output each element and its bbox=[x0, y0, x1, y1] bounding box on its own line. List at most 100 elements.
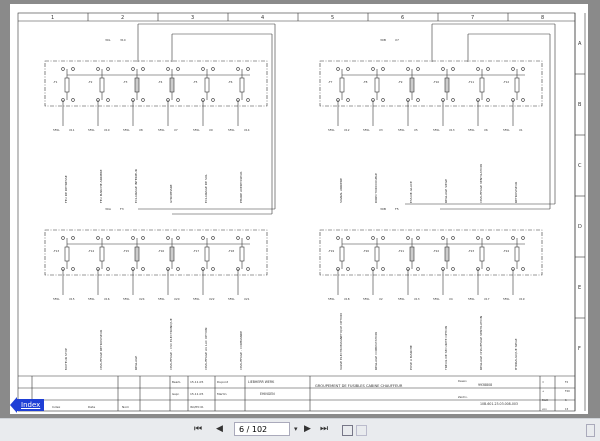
fuse-symbol bbox=[204, 77, 210, 93]
fuse-label: -F5 bbox=[193, 80, 198, 84]
terminal bbox=[96, 236, 100, 240]
terminal bbox=[166, 236, 170, 240]
fuse-label: -F13 bbox=[53, 249, 59, 253]
index-button[interactable]: Index bbox=[10, 396, 45, 413]
fuse-symbol bbox=[339, 246, 345, 262]
standard-label: ISO/IEC 61 bbox=[190, 405, 204, 409]
circuit-description: DIRECTION DOUBLE bbox=[374, 173, 378, 203]
single-page-view-icon[interactable] bbox=[356, 425, 367, 436]
terminal bbox=[131, 67, 135, 71]
terminal bbox=[106, 267, 110, 271]
column-number: 8 bbox=[541, 15, 544, 21]
terminal bbox=[416, 67, 420, 71]
terminal bbox=[236, 236, 240, 240]
fuse-label: -F4 bbox=[158, 80, 163, 84]
circuit-description: HYDRAULIQUE SIEGE bbox=[514, 338, 518, 370]
terminal bbox=[521, 67, 525, 71]
sheet-ref-label: von bbox=[542, 408, 547, 411]
terminal bbox=[211, 67, 215, 71]
terminal bbox=[416, 236, 420, 240]
terminal bbox=[371, 236, 375, 240]
drawing-title: GROUPEMENT DE FUSIBLES CABINE CHAUFFEUR bbox=[315, 384, 403, 388]
two-page-view-icon[interactable] bbox=[342, 425, 353, 436]
terminal bbox=[71, 267, 75, 271]
circuit-description: ECLAIRAGE INTERIEUR bbox=[134, 169, 138, 203]
sidebar-toggle-icon[interactable] bbox=[586, 424, 595, 437]
fuse-label: -F19 bbox=[328, 249, 334, 253]
sheet-ref-label: = bbox=[542, 381, 544, 384]
fuse-block bbox=[319, 229, 543, 276]
fuse-label: -F7 bbox=[328, 80, 333, 84]
output-label: X13 bbox=[449, 128, 455, 132]
fuse-symbol bbox=[339, 77, 345, 93]
terminal bbox=[486, 67, 490, 71]
terminal bbox=[71, 236, 75, 240]
edited-label: Bearb. bbox=[172, 380, 181, 384]
circuit-description: TREUIL DE SECURITE OPTION bbox=[444, 326, 448, 371]
terminal bbox=[131, 236, 135, 240]
circuit-description: CHAUFFAGE AU LAC OPTION bbox=[204, 328, 208, 370]
fuse-label: -F21 bbox=[398, 249, 404, 253]
terminal bbox=[166, 67, 170, 71]
circuit-description: REGLAGE bbox=[134, 356, 138, 370]
circuit-description: REGLAGE COMMUTATION bbox=[374, 332, 378, 370]
row-letter: C bbox=[578, 163, 582, 169]
output-label: X18 bbox=[344, 297, 350, 301]
wire-number: 5F0L bbox=[193, 128, 200, 132]
terminal bbox=[381, 236, 385, 240]
fuse-label: -F10 bbox=[433, 80, 439, 84]
wire-number: 5F0L bbox=[433, 128, 440, 132]
column-number: 5 bbox=[331, 15, 334, 21]
output-label: X8 bbox=[139, 128, 143, 132]
circuit-description: MOTEUR STOP bbox=[64, 348, 68, 370]
terminal bbox=[246, 67, 250, 71]
fuse-label: -F14 bbox=[88, 249, 94, 253]
doc-label: Dessin bbox=[458, 379, 467, 383]
title-block-label: Date bbox=[88, 405, 95, 409]
wire-number: 5F0L bbox=[398, 128, 405, 132]
page-dropdown-icon[interactable]: ▾ bbox=[294, 425, 298, 433]
circuit-description: CHAUFFAGE - COMMANDE bbox=[239, 331, 243, 370]
wire-number: 5F0L bbox=[398, 297, 405, 301]
fuse-label: -F1 bbox=[53, 80, 58, 84]
terminal bbox=[441, 236, 445, 240]
index-label: Index bbox=[17, 398, 45, 411]
fuse-symbol bbox=[239, 77, 245, 93]
first-page-button[interactable]: ⏮ bbox=[194, 424, 203, 434]
terminal bbox=[176, 236, 180, 240]
fuse-symbol bbox=[64, 77, 70, 93]
page-number-input[interactable]: 6 / 102 bbox=[234, 422, 290, 436]
terminal bbox=[96, 67, 100, 71]
sheet-ref-value: F20 bbox=[565, 389, 570, 393]
output-label: X4 bbox=[449, 297, 453, 301]
circuit-description: ECLAIRAGE DE SOL bbox=[204, 174, 208, 203]
terminal bbox=[176, 267, 180, 271]
output-label: X5 bbox=[414, 128, 418, 132]
sheet-ref-value: F2 bbox=[565, 380, 568, 384]
next-page-button[interactable]: ▶ bbox=[304, 424, 311, 434]
feed-label: 30B bbox=[380, 38, 386, 42]
fuse-block bbox=[44, 229, 268, 276]
feed-label: 31C bbox=[120, 38, 126, 42]
editor-name: Dupont bbox=[217, 380, 229, 384]
column-number: 7 bbox=[471, 15, 474, 21]
last-page-button[interactable]: ⏭ bbox=[320, 424, 329, 434]
terminal bbox=[441, 67, 445, 71]
column-number: 6 bbox=[401, 15, 404, 21]
fuse-symbol bbox=[169, 246, 175, 262]
output-label: X9 bbox=[209, 128, 213, 132]
feed-label: F5 bbox=[395, 207, 399, 211]
output-label: X2 bbox=[379, 297, 383, 301]
circuit-description: REGLAGE CHAUFFAGE VENTILATION bbox=[479, 316, 483, 370]
circuit-description: FEU DE DETRESSE bbox=[64, 175, 68, 203]
terminal bbox=[211, 236, 215, 240]
output-label: X16 bbox=[104, 297, 110, 301]
output-label: X3 bbox=[379, 128, 383, 132]
pdf-toolbar: ⏮ ◀ 6 / 102 ▾ ▶ ⏭ bbox=[0, 418, 600, 441]
terminal bbox=[61, 67, 65, 71]
title-block-label: Index bbox=[52, 405, 60, 409]
terminal bbox=[141, 67, 145, 71]
feed-label: 30A bbox=[105, 207, 112, 211]
prev-page-button[interactable]: ◀ bbox=[216, 424, 223, 434]
terminal bbox=[451, 236, 455, 240]
